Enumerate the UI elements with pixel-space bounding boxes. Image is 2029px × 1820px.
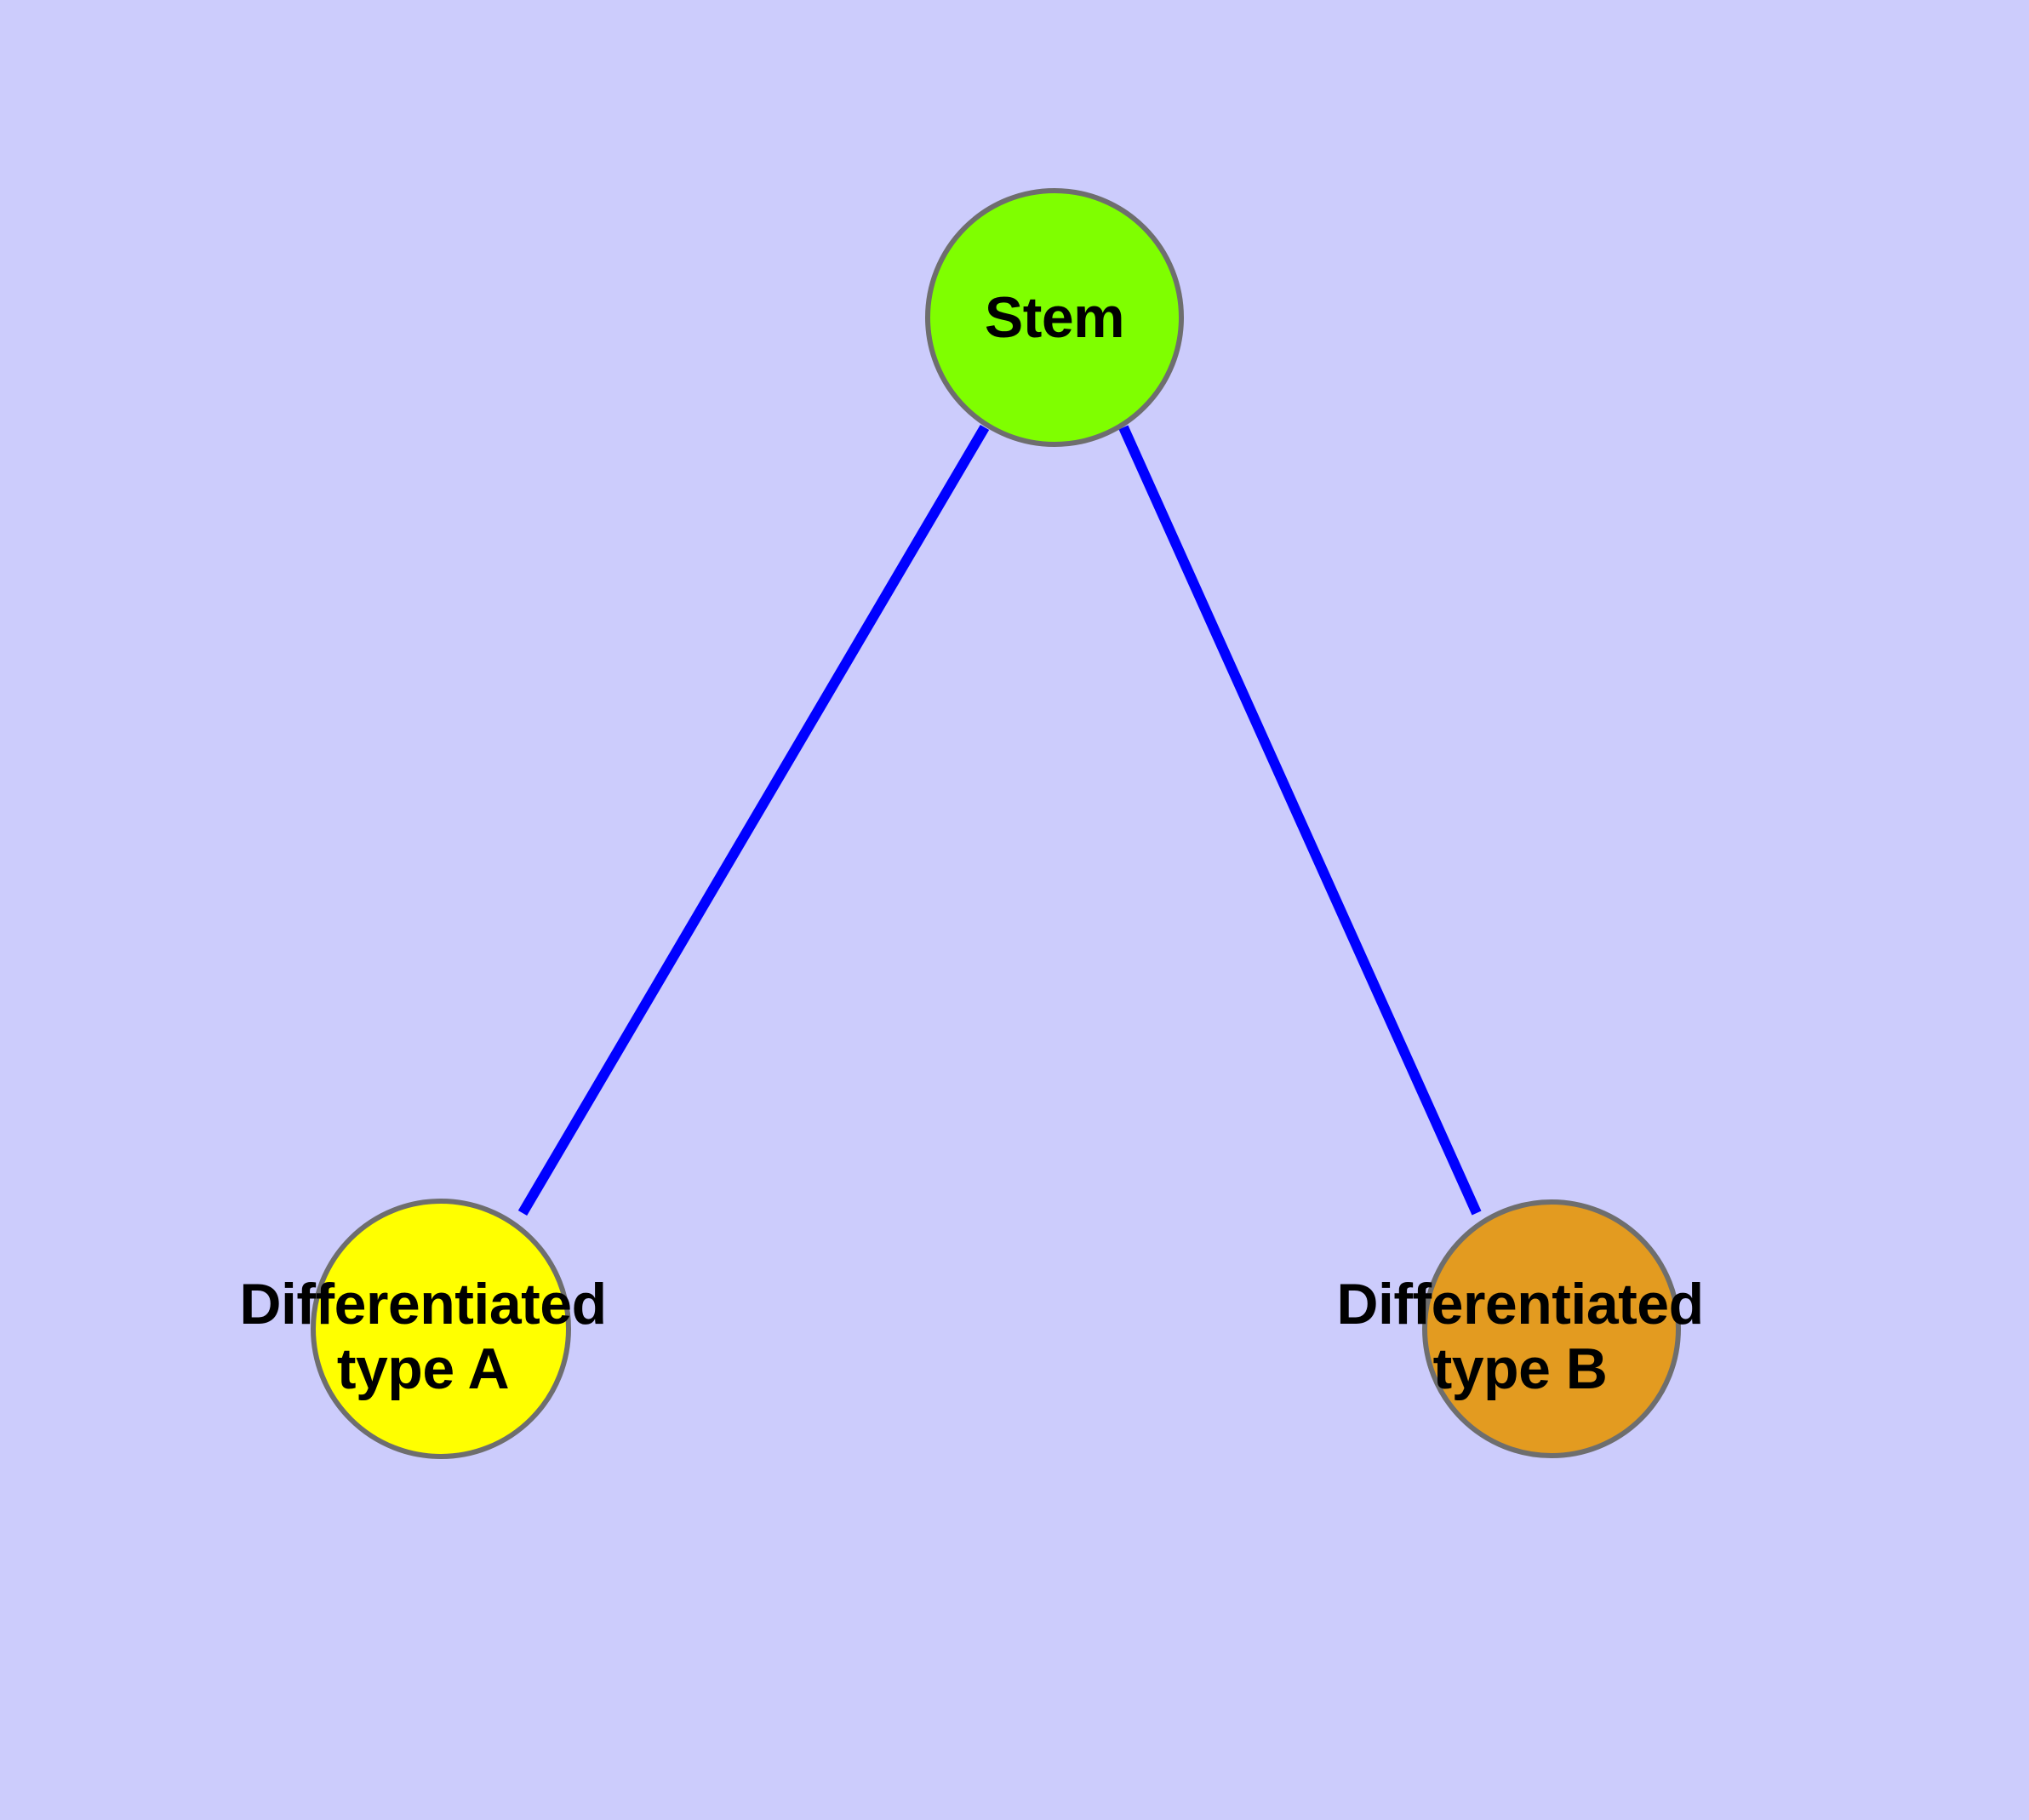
edges-group xyxy=(517,424,1482,1216)
node-diff_a[interactable] xyxy=(311,1199,571,1459)
node-diff_b[interactable] xyxy=(1422,1199,1681,1458)
edge-stem-to-b[interactable] xyxy=(1118,425,1482,1216)
node-stem[interactable] xyxy=(925,188,1184,447)
edge-stem-to-a[interactable] xyxy=(517,424,990,1216)
